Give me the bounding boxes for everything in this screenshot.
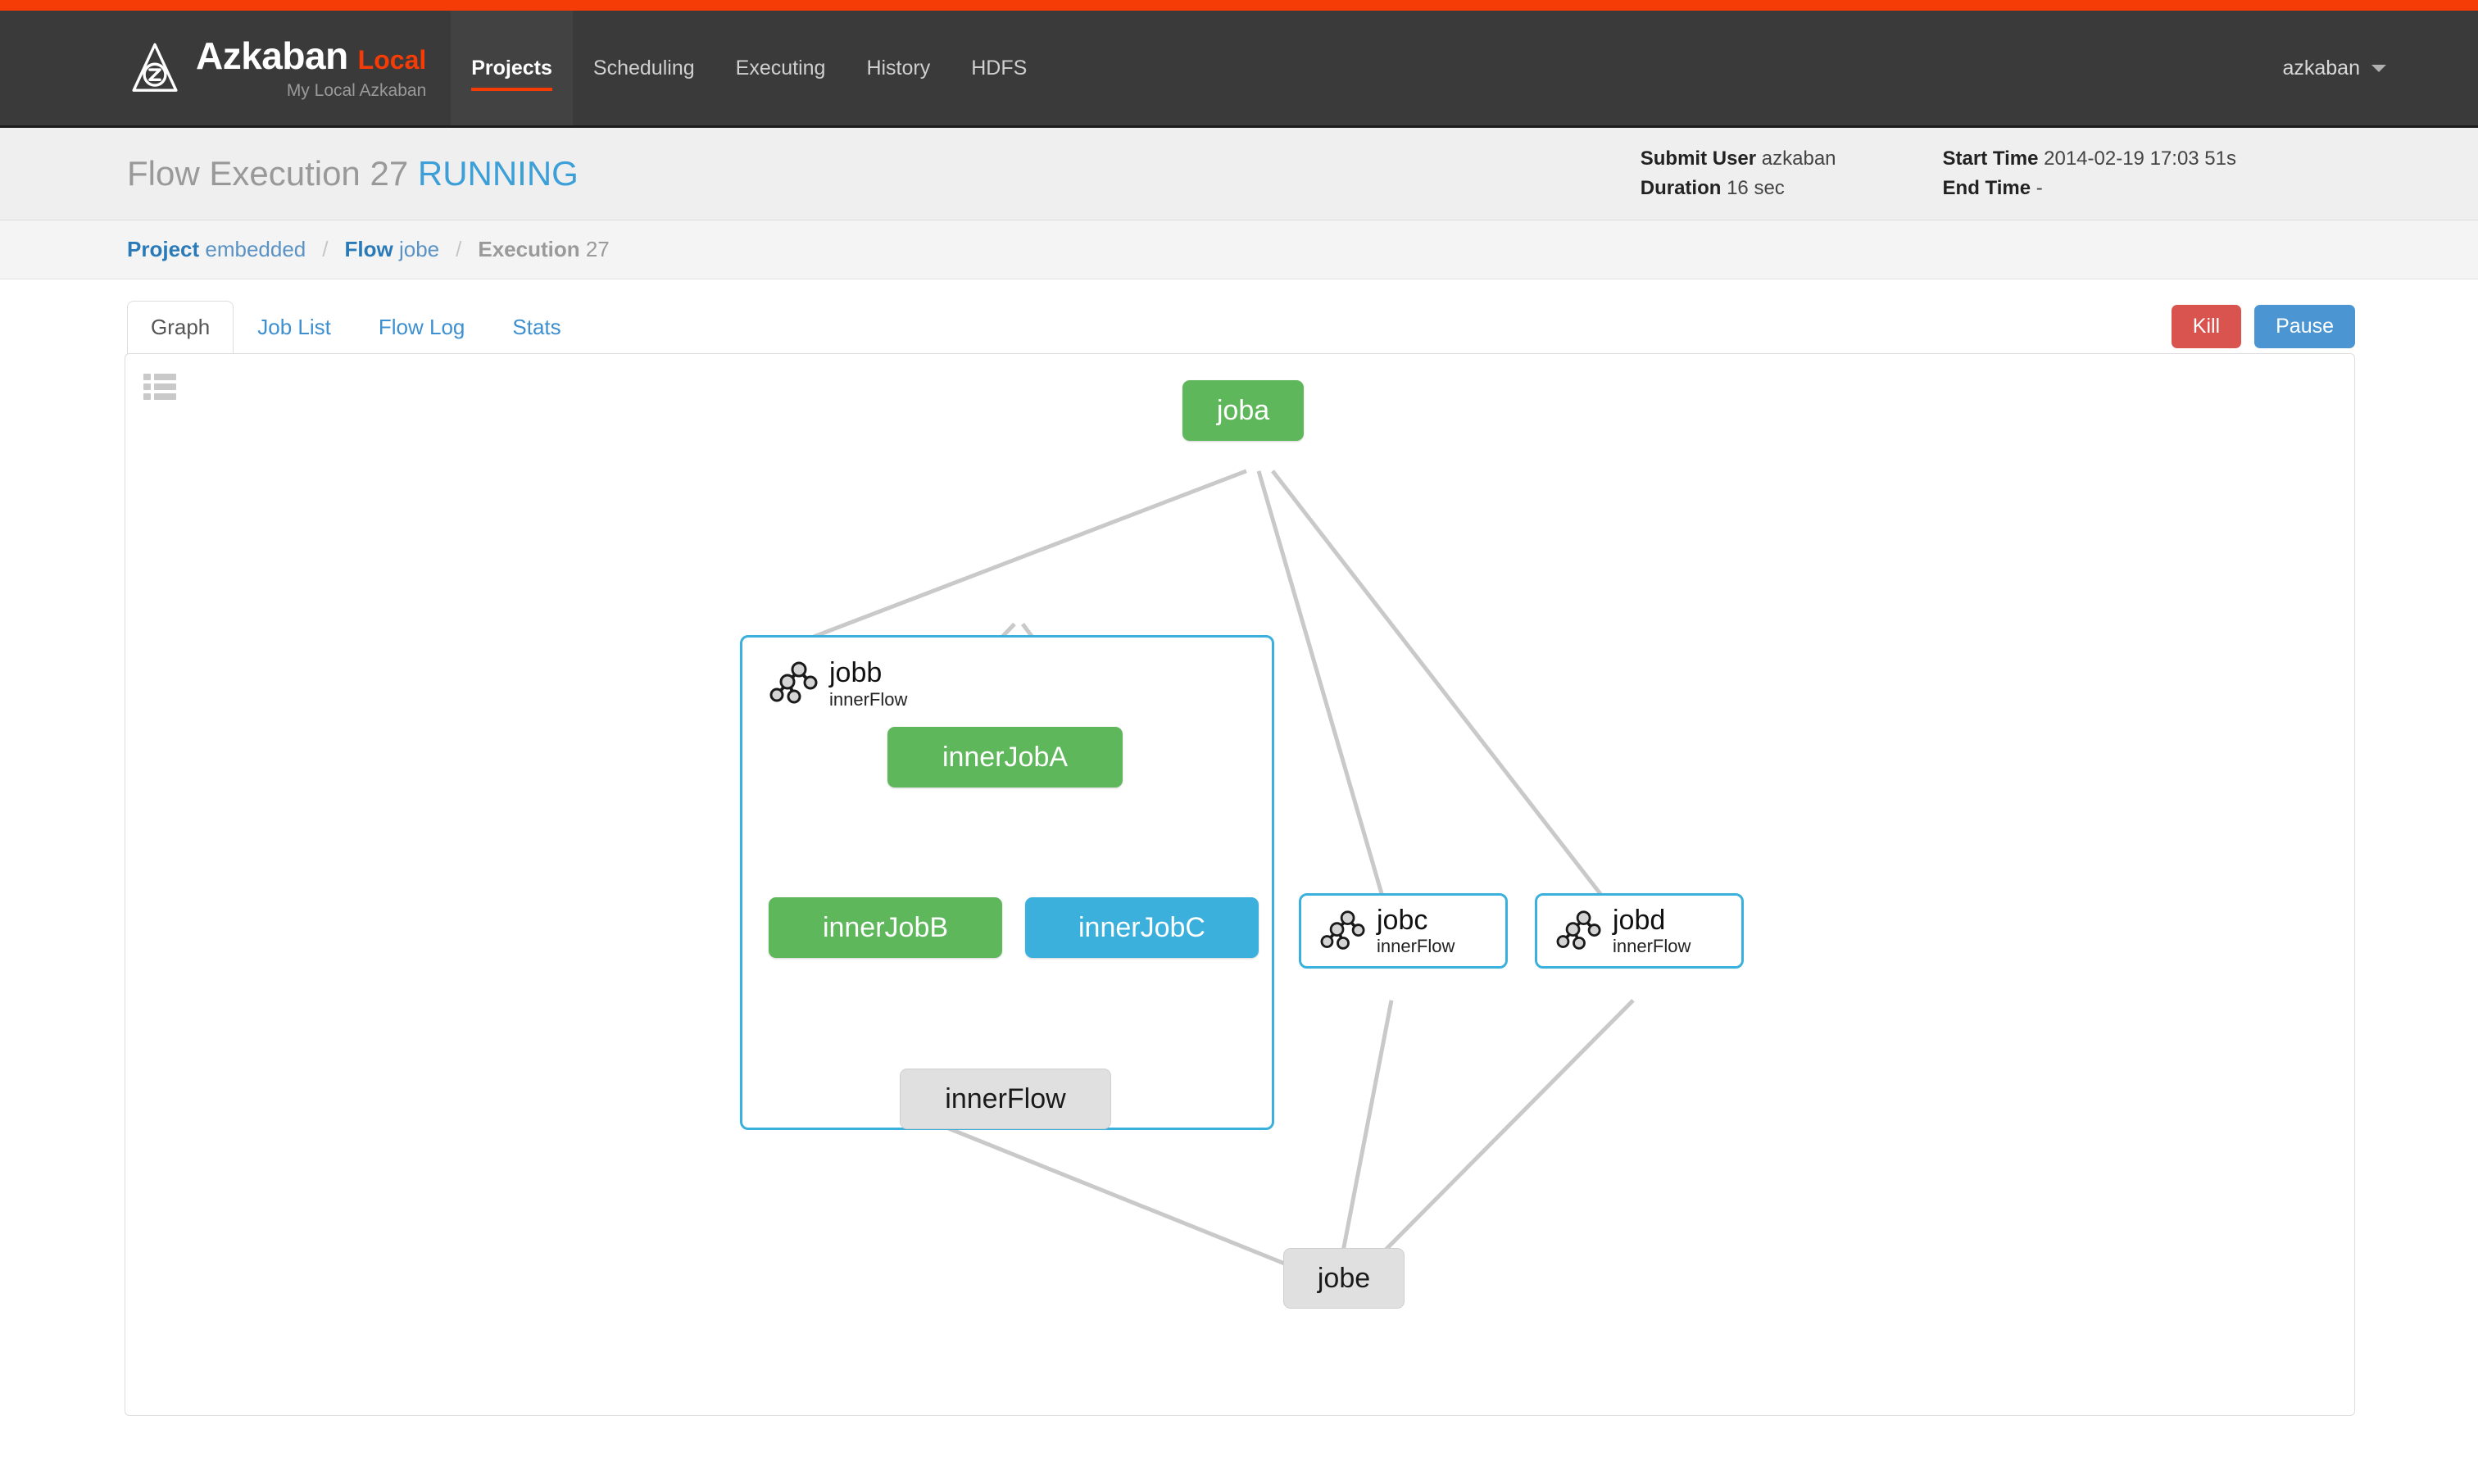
graph-node-label: jobe [1317, 1262, 1371, 1294]
nav-item-scheduling[interactable]: Scheduling [573, 11, 715, 125]
flow-tree-icon [1320, 910, 1365, 950]
nav-item-label: Projects [471, 56, 552, 79]
tabs: Graph Job List Flow Log Stats [127, 300, 585, 354]
tab-stats[interactable]: Stats [512, 314, 561, 339]
user-menu[interactable]: azkaban [2282, 11, 2478, 125]
breadcrumb-value: jobe [398, 237, 440, 261]
breadcrumb-item-flow[interactable]: Flow jobe [345, 237, 440, 262]
end-time-row: End Time - [1943, 177, 2236, 200]
page-title-prefix: Flow Execution [127, 154, 361, 193]
tab-actions: Kill Pause [2171, 304, 2355, 354]
graph-node-innerJobC[interactable]: innerJobC [1025, 897, 1259, 958]
page-title: Flow Execution 27 RUNNING [127, 154, 579, 193]
graph-node-jobe[interactable]: jobe [1283, 1248, 1405, 1309]
breadcrumb-item-project[interactable]: Project embedded [127, 237, 306, 262]
edge-joba-jobb [788, 469, 1247, 648]
nav-item-hdfs[interactable]: HDFS [951, 11, 1047, 125]
page-title-exec-id: 27 [370, 154, 409, 193]
submit-user-value: azkaban [1761, 147, 1836, 170]
duration-row: Duration 16 sec [1641, 177, 1836, 200]
graph-flow-header-jobb[interactable]: jobb innerFlow [769, 657, 908, 710]
top-accent-stripe [0, 0, 2478, 11]
breadcrumb-separator: / [456, 237, 462, 261]
graph-panel: joba jobb innerFlow innerJobA [125, 353, 2355, 1416]
nav-item-projects[interactable]: Projects [451, 11, 573, 125]
flow-tree-icon [769, 661, 818, 704]
graph-flow-container-jobb[interactable] [740, 635, 1274, 1130]
graph-flow-subtitle: innerFlow [829, 688, 908, 710]
nav-item-history[interactable]: History [846, 11, 951, 125]
edge-joba-jobc [1256, 470, 1398, 942]
execution-meta: Submit User azkaban Duration 16 sec Star… [1641, 147, 2351, 200]
graph-node-innerFlow[interactable]: innerFlow [900, 1069, 1111, 1129]
graph-flow-title: jobb [829, 657, 883, 688]
duration-value: 16 sec [1727, 177, 1785, 199]
execution-status: RUNNING [417, 154, 579, 193]
azkaban-logo-icon [132, 43, 178, 92]
duration-label: Duration [1640, 177, 1722, 199]
graph-node-label: innerFlow [945, 1082, 1066, 1114]
graph-flow-subtitle: innerFlow [1377, 936, 1455, 957]
flow-tree-icon [1556, 910, 1601, 950]
meta-col-right: Start Time 2014-02-19 17:03 51s End Time… [1943, 147, 2236, 200]
nav-item-executing[interactable]: Executing [715, 11, 846, 125]
graph-node-innerJobA[interactable]: innerJobA [887, 727, 1123, 787]
list-menu-icon[interactable] [143, 372, 176, 402]
nav-item-label: History [866, 56, 931, 79]
nav-item-label: HDFS [971, 56, 1028, 79]
edge-jobd-jobe [1357, 999, 1635, 1279]
tab-row: Graph Job List Flow Log Stats Kill Pause [0, 279, 2478, 354]
submit-user-row: Submit User azkaban [1641, 147, 1836, 170]
breadcrumb: Project embedded / Flow jobe / Execution… [0, 220, 2478, 279]
breadcrumb-value: 27 [585, 237, 610, 261]
brand-name: Azkaban [196, 34, 348, 77]
nav-items: Projects Scheduling Executing History HD… [451, 11, 1047, 125]
page-header: Flow Execution 27 RUNNING Submit User az… [0, 128, 2478, 220]
main-navbar: Azkaban Local My Local Azkaban Projects … [0, 11, 2478, 128]
pause-button[interactable]: Pause [2254, 304, 2355, 348]
brand[interactable]: Azkaban Local My Local Azkaban [0, 11, 451, 125]
user-menu-label: azkaban [2282, 56, 2360, 79]
end-time-value: - [2036, 177, 2043, 199]
tab-graph[interactable]: Graph [127, 300, 234, 354]
graph-node-label: innerJobA [942, 741, 1069, 773]
graph-node-label: joba [1216, 394, 1270, 426]
graph-flow-title: jobc [1377, 904, 1428, 936]
edge-joba-jobd [1271, 470, 1639, 943]
breadcrumb-label: Execution [478, 237, 580, 261]
tab-job-list[interactable]: Job List [257, 314, 331, 339]
nav-item-label: Executing [735, 56, 826, 79]
start-time-value: 2014-02-19 17:03 51s [2044, 147, 2236, 170]
graph-flow-subtitle: innerFlow [1613, 936, 1691, 957]
tab-flow-log[interactable]: Flow Log [378, 314, 465, 339]
graph-node-jobc[interactable]: jobc innerFlow [1299, 893, 1508, 969]
graph-node-joba[interactable]: joba [1182, 380, 1304, 441]
nav-item-label: Scheduling [592, 56, 695, 79]
breadcrumb-label: Project [127, 237, 200, 261]
kill-button[interactable]: Kill [2171, 304, 2242, 348]
graph-node-jobd[interactable]: jobd innerFlow [1535, 893, 1744, 969]
graph-node-label: innerJobC [1078, 911, 1205, 943]
nav-active-underline [471, 88, 552, 91]
graph-node-innerJobB[interactable]: innerJobB [769, 897, 1002, 958]
submit-user-label: Submit User [1640, 147, 1757, 170]
chevron-down-icon [2371, 64, 2386, 72]
breadcrumb-item-execution: Execution 27 [478, 237, 609, 262]
graph-flow-title: jobd [1613, 904, 1666, 936]
meta-col-left: Submit User azkaban Duration 16 sec [1641, 147, 1836, 200]
breadcrumb-label: Flow [344, 237, 393, 261]
start-time-label: Start Time [1942, 147, 2039, 170]
breadcrumb-separator: / [322, 237, 329, 261]
brand-edition: Local [357, 45, 427, 75]
breadcrumb-value: embedded [205, 237, 306, 261]
edge-jobc-jobe [1336, 1000, 1394, 1278]
graph-node-label: innerJobB [822, 911, 949, 943]
start-time-row: Start Time 2014-02-19 17:03 51s [1943, 147, 2236, 170]
brand-subtitle: My Local Azkaban [286, 81, 427, 100]
end-time-label: End Time [1942, 177, 2031, 199]
